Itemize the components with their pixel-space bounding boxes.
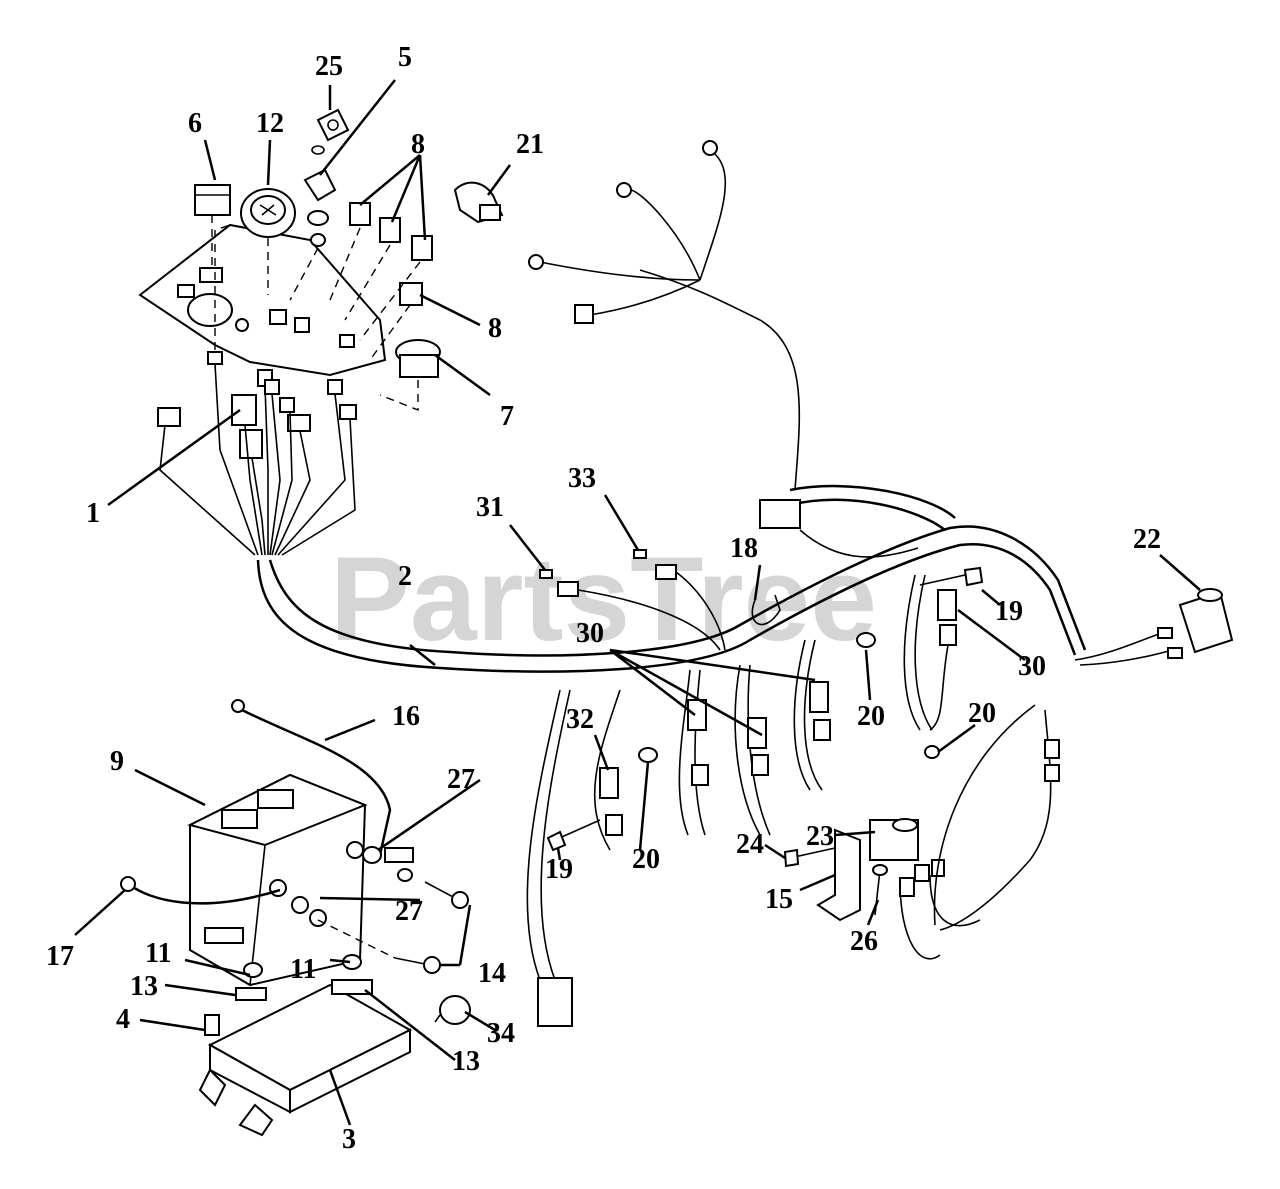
- bolt-19: [546, 819, 601, 852]
- callout-21: 21: [516, 129, 544, 160]
- bracket-15: [783, 828, 888, 922]
- callout-24: 24: [736, 829, 764, 860]
- callout-4: 4: [116, 1004, 130, 1035]
- callout-27a: 27: [447, 764, 475, 795]
- callout-18: 18: [730, 533, 758, 564]
- callout-31: 31: [476, 492, 504, 523]
- callout-12: 12: [256, 108, 284, 139]
- battery-cables: [120, 699, 392, 905]
- switch-6: [194, 184, 231, 216]
- callout-17: 17: [46, 941, 74, 972]
- battery-tray-3: [198, 954, 413, 1137]
- callout-13a: 13: [130, 971, 158, 1002]
- connector-33: [633, 549, 726, 651]
- callout-7: 7: [500, 401, 514, 432]
- callout-8a: 8: [411, 129, 425, 160]
- nut-20-right: [856, 632, 876, 648]
- boot-21: [453, 181, 504, 224]
- callout-20c: 20: [968, 698, 996, 729]
- relays-30: [678, 574, 957, 836]
- battery-9: [187, 773, 368, 987]
- assembly-lines: [211, 215, 421, 412]
- callout-22: 22: [1133, 524, 1161, 555]
- nut-20: [638, 747, 658, 763]
- key-switch-5: [303, 145, 337, 247]
- callout-13b: 13: [452, 1046, 480, 1077]
- callout-33: 33: [568, 463, 596, 494]
- key-25: [316, 108, 350, 142]
- callout-2: 2: [398, 561, 412, 592]
- boot-34: [434, 995, 471, 1025]
- jumper-18: [751, 594, 781, 626]
- callout-16: 16: [392, 701, 420, 732]
- bolt-19-right: [919, 566, 984, 587]
- relay-32: [526, 689, 623, 1027]
- callout-20a: 20: [632, 844, 660, 875]
- callout-14: 14: [478, 958, 506, 989]
- callout-27b: 27: [395, 896, 423, 927]
- connector-31: [539, 569, 721, 651]
- callout-20b: 20: [857, 701, 885, 732]
- callout-23: 23: [806, 821, 834, 852]
- panel-wires: [159, 363, 356, 556]
- callout-6: 6: [188, 108, 202, 139]
- callout-34: 34: [487, 1018, 515, 1049]
- callout-19a: 19: [545, 854, 573, 885]
- hour-meter-7: [395, 339, 441, 378]
- callout-labels: 1 2 3 4 5 6 7 8 8 9 11 11 12 13 13 14 15…: [46, 42, 1161, 1155]
- callout-30a: 30: [576, 618, 604, 649]
- callout-9: 9: [110, 746, 124, 777]
- callout-19b: 19: [995, 596, 1023, 627]
- solenoid-23: [869, 745, 945, 882]
- gauge-12: [240, 188, 296, 238]
- solenoid-wires: [899, 704, 1060, 960]
- callout-26: 26: [850, 926, 878, 957]
- harness-bundle-2: [256, 484, 1087, 673]
- callout-32: 32: [566, 704, 594, 735]
- leader-lines: [74, 79, 1201, 1126]
- callout-5: 5: [398, 42, 412, 73]
- callout-8b: 8: [488, 313, 502, 344]
- harness-top-branch: [528, 140, 801, 529]
- callout-15: 15: [765, 884, 793, 915]
- callout-30b: 30: [1018, 651, 1046, 682]
- rocker-switches-8: [349, 202, 433, 306]
- callout-3: 3: [342, 1124, 356, 1155]
- dash-panel: [138, 223, 387, 377]
- panel-connectors: [157, 351, 357, 459]
- callout-11b: 11: [290, 954, 316, 985]
- callout-1: 1: [86, 498, 100, 529]
- switch-22: [1074, 588, 1234, 666]
- hardware-14-27: [317, 846, 469, 974]
- callout-11a: 11: [145, 938, 171, 969]
- callout-25: 25: [315, 51, 343, 82]
